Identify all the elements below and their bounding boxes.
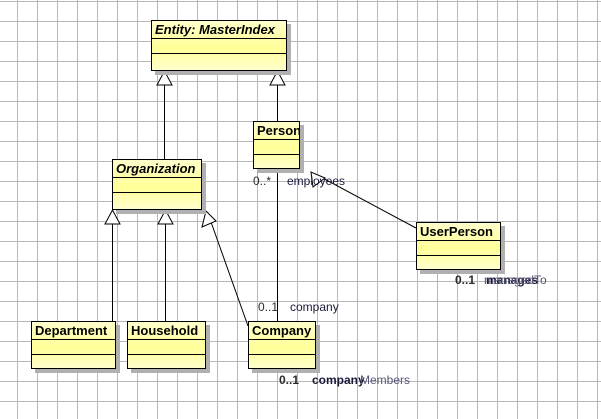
class-name-masterindex: Entity: MasterIndex	[152, 21, 286, 39]
class-box-company[interactable]: Company	[248, 321, 316, 369]
generalization-line-company-organization	[210, 221, 249, 327]
class-name-department: Department	[32, 322, 115, 340]
class-attributes-userperson	[417, 241, 500, 256]
label-companymembers-role: company	[312, 373, 365, 387]
class-box-organization[interactable]: Organization	[112, 159, 202, 210]
class-operations-household	[128, 355, 205, 370]
class-box-userperson[interactable]: UserPerson	[416, 222, 501, 270]
class-name-userperson: UserPerson	[417, 223, 500, 241]
class-name-household: Household	[128, 322, 205, 340]
generalization-line-household-organization	[165, 210, 166, 321]
class-operations-organization	[113, 193, 201, 208]
label-companymembers-role-suffix: Members	[360, 373, 411, 387]
class-attributes-person	[254, 140, 299, 155]
label-employees-role: employees	[287, 174, 346, 188]
generalization-line-person-masterindex	[277, 71, 278, 121]
label-companymembers-multiplicity: 0..1	[279, 373, 300, 387]
class-box-masterindex[interactable]: Entity: MasterIndex	[151, 20, 287, 71]
label-company-multiplicity: 0..1	[258, 300, 279, 314]
class-attributes-company	[249, 340, 315, 355]
generalization-line-department-organization	[112, 210, 113, 321]
label-company-role: company	[290, 300, 339, 314]
class-operations-company	[249, 355, 315, 370]
generalization-arrowhead-company-organization	[201, 210, 217, 228]
label-manages-multiplicity: 0..1	[455, 273, 476, 287]
label-manages-role: manages	[486, 273, 539, 287]
class-operations-department	[32, 355, 115, 370]
class-attributes-department	[32, 340, 115, 355]
class-attributes-organization	[113, 178, 201, 193]
class-operations-masterindex	[152, 54, 286, 69]
class-name-person: Person	[254, 122, 299, 140]
class-attributes-masterindex	[152, 39, 286, 54]
class-attributes-household	[128, 340, 205, 355]
class-box-person[interactable]: Person	[253, 121, 300, 169]
class-box-household[interactable]: Household	[127, 321, 206, 369]
class-name-company: Company	[249, 322, 315, 340]
class-operations-person	[254, 155, 299, 170]
class-name-organization: Organization	[113, 160, 201, 178]
generalization-line-organization-masterindex	[164, 71, 165, 159]
label-employees-multiplicity: 0..*	[253, 174, 272, 188]
class-box-department[interactable]: Department	[31, 321, 116, 369]
class-operations-userperson	[417, 256, 500, 271]
association-line-person-company	[277, 169, 278, 321]
association-stub-company-bottom	[277, 365, 278, 373]
label-managedto-role: managedTo	[484, 273, 547, 287]
